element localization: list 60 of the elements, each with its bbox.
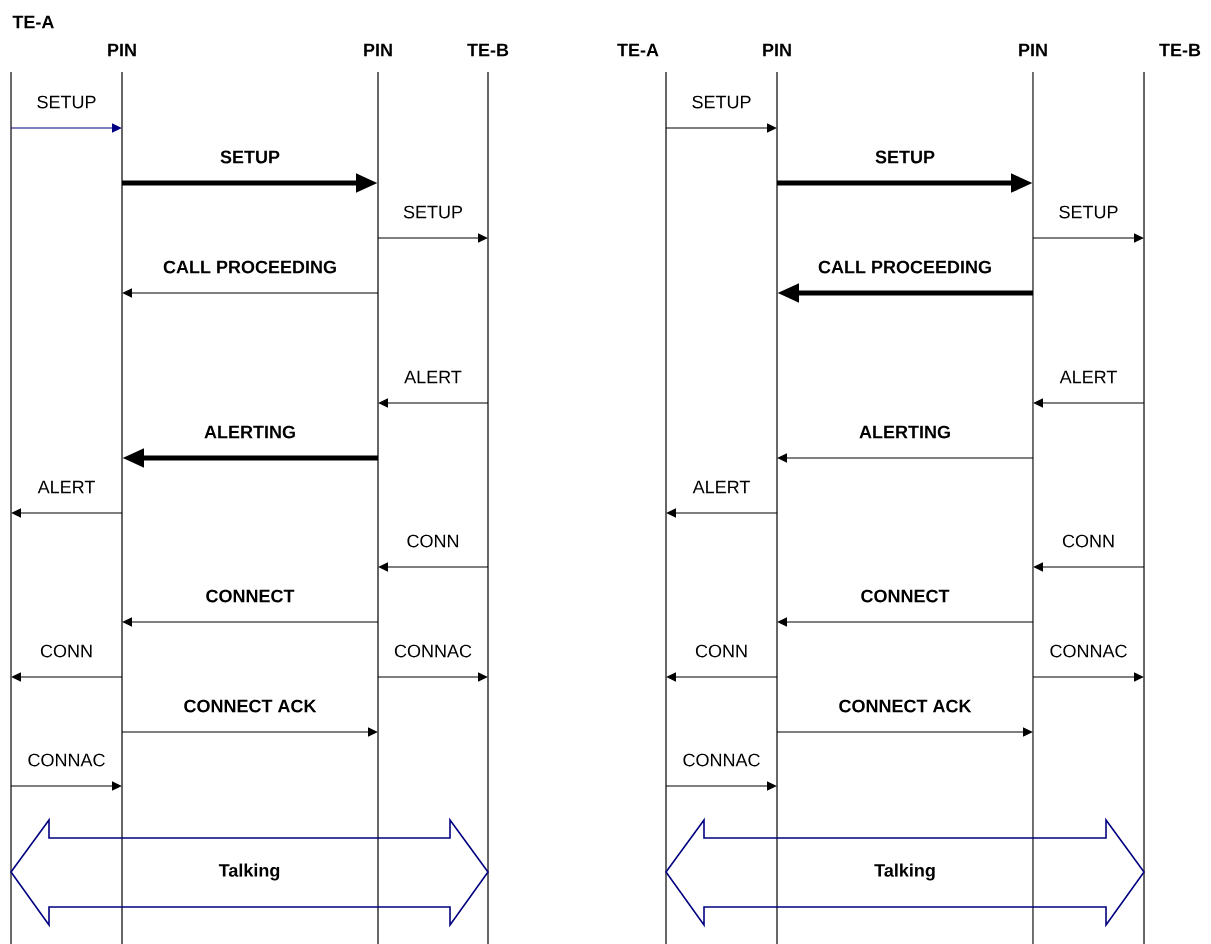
edge-label: ALERTING xyxy=(857,423,953,441)
arrow xyxy=(377,233,488,243)
edge-label: ALERT xyxy=(35,478,98,496)
lifeline-label: PIN xyxy=(1019,43,1047,57)
lifeline-label: TE-B xyxy=(467,43,509,57)
arrow xyxy=(1032,233,1144,243)
edge-label: ALERT xyxy=(402,368,464,386)
edge-label: CONNAC xyxy=(680,751,763,769)
arrow xyxy=(11,508,123,518)
arrow xyxy=(777,617,1034,627)
arrow xyxy=(10,123,122,133)
arrow xyxy=(1033,562,1145,572)
edge-label: CONNECT ACK xyxy=(181,697,319,715)
edge-label: SETUP xyxy=(34,93,99,111)
edge-label: ALERT xyxy=(1057,368,1120,386)
edge-label: SETUP xyxy=(401,203,465,221)
arrow xyxy=(777,453,1034,463)
arrow xyxy=(776,727,1033,737)
arrow xyxy=(666,672,778,682)
edge-label: CONNECT xyxy=(203,587,297,605)
lifeline-label: PIN xyxy=(763,43,791,57)
arrow xyxy=(10,781,122,791)
edge-label: Talking xyxy=(872,861,938,883)
arrow xyxy=(665,781,777,791)
edge-label: CONNECT xyxy=(858,587,952,605)
arrow xyxy=(378,562,489,572)
edge-label: CONNAC xyxy=(1047,642,1130,660)
edge-label: SETUP xyxy=(873,148,937,166)
lifeline-label: TE-A xyxy=(12,15,54,29)
arrow xyxy=(122,617,379,627)
double-arrow xyxy=(665,817,1145,928)
arrow xyxy=(122,288,379,298)
lifeline-label: PIN xyxy=(364,43,392,57)
double-arrow xyxy=(10,817,489,928)
lifeline-label: TE-A xyxy=(617,43,659,57)
arrow xyxy=(1033,398,1145,408)
edge-label: CONN xyxy=(404,532,462,550)
arrow xyxy=(1032,672,1144,682)
edge-label: CONN xyxy=(693,642,750,660)
arrow xyxy=(377,672,488,682)
edge-label: Talking xyxy=(216,861,283,883)
arrow xyxy=(378,398,489,408)
edge-label: SETUP xyxy=(1056,203,1121,221)
edge-label: ALERT xyxy=(690,478,753,496)
edge-label: CONN xyxy=(38,642,95,660)
edge-label: CONNECT ACK xyxy=(836,697,974,715)
arrow xyxy=(666,508,778,518)
edge-label: CALL PROCEEDING xyxy=(161,258,339,276)
edge-label: ALERTING xyxy=(202,423,298,441)
edge-label: CONNAC xyxy=(392,642,474,660)
edge-label: CALL PROCEEDING xyxy=(816,258,994,276)
arrow xyxy=(11,672,123,682)
edge-label: SETUP xyxy=(689,93,754,111)
lifeline-label: TE-B xyxy=(1159,43,1201,57)
edge-label: CONNAC xyxy=(25,751,108,769)
arrow xyxy=(665,123,777,133)
edge-label: CONN xyxy=(1060,532,1117,550)
edge-label: SETUP xyxy=(218,148,282,166)
lifeline-label: PIN xyxy=(108,43,136,57)
arrow xyxy=(121,727,378,737)
